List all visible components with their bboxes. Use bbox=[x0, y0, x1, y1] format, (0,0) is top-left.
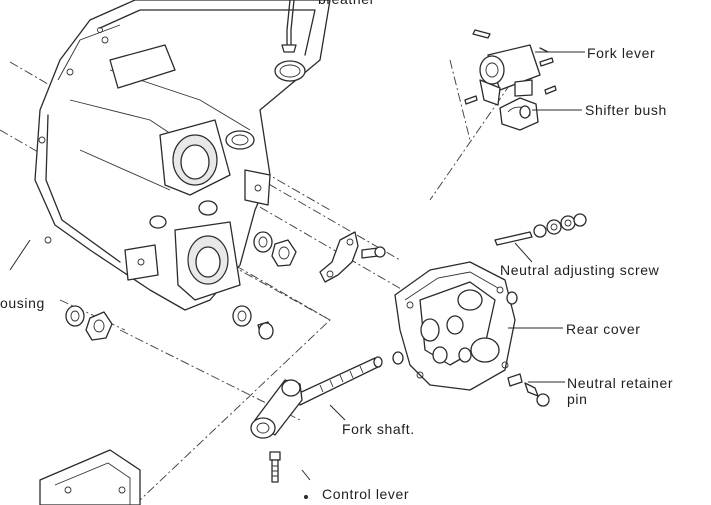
shifter-bush-part bbox=[499, 97, 539, 131]
label-housing: ousing bbox=[0, 295, 45, 311]
label-neutral-adjusting-screw: Neutral adjusting screw bbox=[500, 262, 660, 278]
fork-lever-part bbox=[464, 29, 557, 106]
leader-lines bbox=[9, 0, 585, 481]
fork-shaft-part bbox=[294, 356, 383, 406]
label-shifter-bush: Shifter bush bbox=[585, 102, 667, 118]
breather-pipe bbox=[274, 0, 306, 82]
label-rear-cover: Rear cover bbox=[566, 321, 641, 337]
label-neutral-retainer-pin-line2: pin bbox=[567, 391, 588, 407]
label-control-lever: Control lever bbox=[322, 486, 410, 502]
washer-nut-set-left bbox=[65, 305, 113, 341]
washer-nut-set-middle bbox=[253, 231, 297, 267]
gasket-plate bbox=[39, 449, 141, 505]
label-fork-shaft: Fork shaft. bbox=[342, 421, 415, 437]
rear-cover-part bbox=[392, 261, 518, 391]
washer-bolt-lower bbox=[232, 305, 274, 340]
label-fork-lever: Fork lever bbox=[587, 45, 656, 61]
label-neutral-retainer-pin-line1: Neutral retainer bbox=[567, 375, 674, 391]
bracket-plate bbox=[319, 231, 386, 283]
label-breather: breather bbox=[318, 0, 375, 7]
neutral-adjusting-screw-part bbox=[494, 213, 587, 246]
neutral-retainer-pin-part bbox=[507, 373, 550, 407]
control-lever-part bbox=[250, 379, 308, 499]
clutch-housing bbox=[34, 0, 331, 311]
